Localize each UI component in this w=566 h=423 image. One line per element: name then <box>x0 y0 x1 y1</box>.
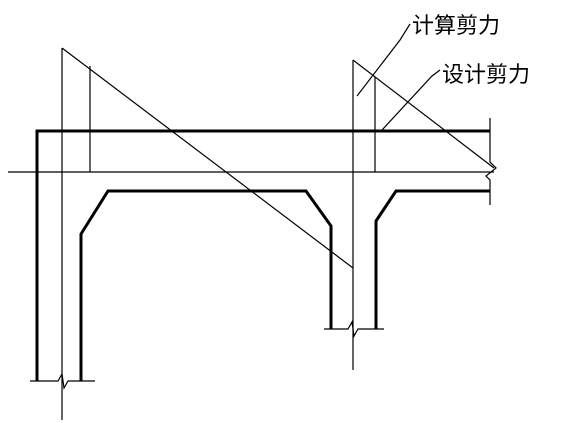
break-mark-right-column <box>324 320 384 338</box>
calculated-shear-line-left-span <box>61 47 354 269</box>
beam-soffit-left-span <box>79 189 333 381</box>
break-mark-beam-right <box>485 118 497 205</box>
beam-soffit-right-span <box>374 189 490 329</box>
leader-calculated-shear <box>356 23 411 97</box>
label-calculated-shear: 计算剪力 <box>412 14 500 39</box>
leader-design-shear <box>381 69 441 131</box>
calculated-shear-line-right-span <box>352 59 495 169</box>
beam-top-and-left-column-outer <box>35 129 490 381</box>
thin-lines <box>8 23 497 420</box>
break-mark-left-column <box>30 372 95 390</box>
label-design-shear: 设计剪力 <box>442 63 530 88</box>
structure-outline <box>35 129 490 381</box>
